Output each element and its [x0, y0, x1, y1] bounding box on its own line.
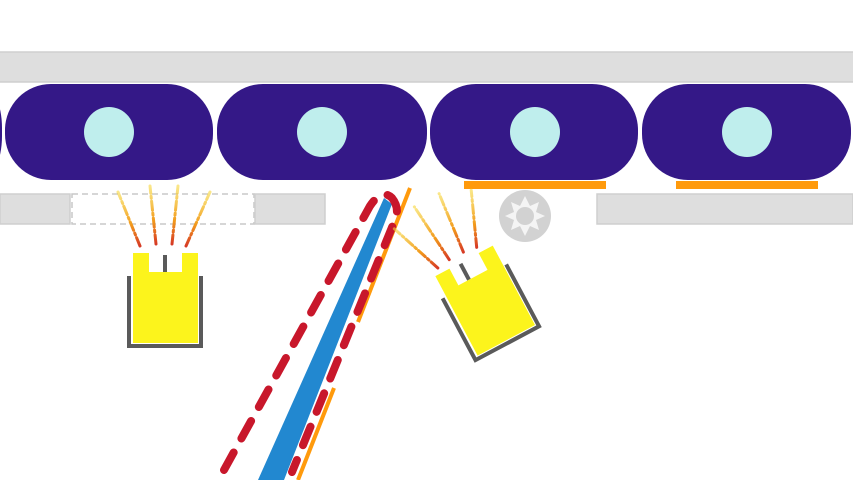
robot-right[interactable]	[390, 180, 543, 365]
sensor-beams	[116, 184, 212, 248]
lower-rail-middle	[254, 193, 326, 225]
robot-frame	[440, 263, 542, 363]
orange-guide-rail-lower	[296, 387, 336, 480]
conveyor-car-1[interactable]	[5, 84, 213, 180]
conveyor-car-4[interactable]	[642, 84, 851, 189]
car-pad	[464, 181, 606, 189]
car-window	[510, 107, 560, 157]
conveyor-car-2[interactable]	[217, 84, 427, 180]
red-dashed-laser-path	[220, 190, 401, 476]
top-rail	[0, 51, 853, 83]
conveyor-car-0-partial	[0, 109, 2, 155]
lower-rail-right	[596, 193, 853, 225]
blue-beam-track	[258, 198, 392, 480]
conveyor-car-3[interactable]	[430, 84, 638, 189]
robot-antenna	[458, 262, 471, 281]
robot-body	[435, 245, 535, 356]
car-pad	[676, 181, 818, 189]
robot-left[interactable]	[116, 184, 212, 348]
car-window	[84, 107, 134, 157]
robot-frame	[127, 276, 203, 348]
car-window	[722, 107, 772, 157]
sensor-beams	[392, 188, 479, 270]
car-window	[297, 107, 347, 157]
robot-body	[133, 253, 198, 343]
empty-slot[interactable]	[71, 193, 255, 225]
lower-rail-left	[0, 193, 71, 225]
gear-icon[interactable]	[499, 190, 551, 242]
